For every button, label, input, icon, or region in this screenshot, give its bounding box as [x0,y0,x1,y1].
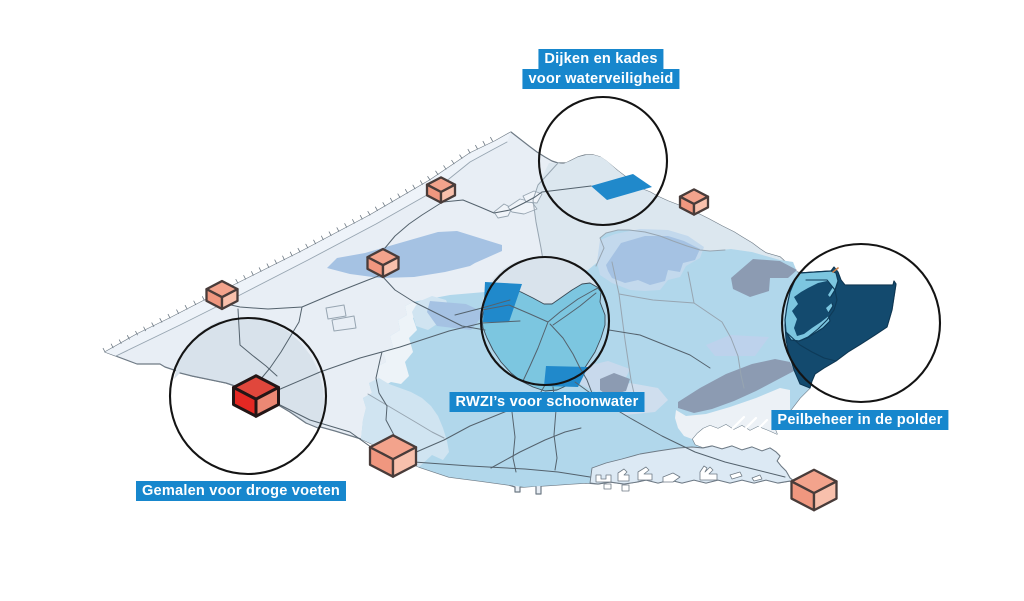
parcel-3 [522,190,543,204]
patch-blue-2 [427,301,485,330]
waterway-18 [549,323,593,394]
callout-circle-rwzi[interactable] [479,255,611,387]
polder-navy-inner [792,281,834,336]
harbor-pier-5 [699,465,718,481]
callout-label-text-gemalen-1: Gemalen voor droge voeten [135,481,347,501]
harbor-pier-7 [751,474,763,482]
callout-label-gemalen: Gemalen voor droge voeten [135,481,347,501]
harbor-pier-1 [595,474,612,483]
harbor-pier-6 [729,471,743,480]
waterway-4 [237,308,278,377]
region-westland-white [369,302,421,388]
boundary-line-3 [618,293,745,389]
callout-label-text-peilbeheer-1: Peilbeheer in de polder [771,410,949,430]
waterway-14 [384,202,442,249]
patch-blue-4 [706,335,769,356]
boundary-line-6 [331,315,357,332]
callout-label-peilbeheer: Peilbeheer in de polder [771,410,949,430]
markers-layer [205,176,838,512]
dike-patch [591,174,652,200]
callout-label-text-dijken-1: Dijken en kades [538,49,664,69]
waterway-16 [481,286,601,323]
water-patch-2 [544,366,588,387]
boundary-line-8 [595,229,726,267]
patch-blue-3 [606,236,700,285]
map-layer [102,131,897,495]
callout-circle-peilbeheer[interactable] [780,242,942,404]
inlet-finger-1 [731,415,746,430]
patch-slate-1 [731,259,797,297]
inlet-finger-2 [742,416,758,432]
waterway-5 [382,276,486,331]
dune-inner-line [115,141,508,357]
callout-label-text-dijken-2: voor waterveiligheid [522,69,680,89]
harbor-pier-9 [621,484,630,492]
polder-orange-tick [832,267,839,273]
patch-slate-2 [678,359,794,413]
boundary-line-2 [611,261,637,403]
waterway-19 [375,351,396,438]
polder-boundary-2 [785,331,837,362]
lens-shade-gemalen [174,318,324,428]
coast-hatching [102,136,493,353]
callout-label-text-rwzi-1: RWZI’s voor schoonwater [449,392,645,412]
callout-label-rwzi: RWZI’s voor schoonwater [449,392,645,412]
patch-slate-3 [600,373,630,396]
waterway-21 [490,427,582,469]
marker-pump-4[interactable] [366,247,400,279]
marker-pump-5[interactable] [368,434,418,478]
boundary-line-4 [687,271,695,304]
harbor-pier-4 [662,472,681,483]
inlet-finger-3 [753,418,769,434]
waterway-11 [608,329,711,369]
polder-boundary-1 [798,279,838,342]
waterway-17 [522,321,549,382]
callout-circle-dijken[interactable] [537,95,669,227]
marker-pump-6[interactable] [790,468,838,512]
marker-pump-red[interactable] [232,374,280,418]
harbor-pier-2 [617,468,630,482]
waterway-12 [541,185,592,193]
waterway-3 [259,306,303,381]
waterway-22 [552,292,597,326]
waterway-7 [413,461,591,478]
marker-pump-2[interactable] [678,188,710,216]
callout-circles-layer [168,95,942,476]
waterway-6 [269,399,376,451]
waterway-20 [511,411,517,473]
marker-pump-3[interactable] [205,279,239,311]
waterway-15 [442,191,543,214]
marker-pump-1[interactable] [425,176,457,204]
callout-circle-gemalen[interactable] [168,316,328,476]
harbor-pier-3 [637,466,653,481]
boundary-line-5 [325,304,347,320]
harbor-pier-8 [603,483,612,490]
